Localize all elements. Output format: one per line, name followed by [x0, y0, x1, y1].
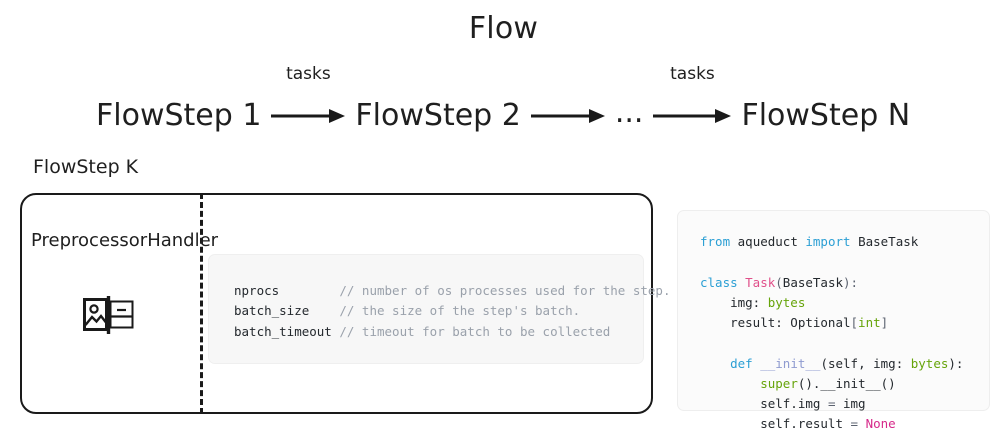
- code-line: def __init__(self, img: bytes):: [700, 354, 963, 374]
- param-comment: // timeout for batch to be collected: [339, 323, 611, 339]
- code-token: None: [865, 416, 896, 432]
- param-name: batch_timeout: [234, 323, 340, 339]
- code-line: self.result = None: [700, 414, 963, 434]
- code-token: result: Optional: [700, 315, 851, 330]
- code-token: class: [700, 274, 746, 290]
- code-token: ]: [880, 315, 889, 330]
- param-comment: // number of os processes used for the s…: [339, 283, 671, 298]
- arrow-right-icon: [653, 109, 732, 123]
- flow-step-1: FlowStep 1: [96, 98, 262, 133]
- arrow-label-tasks-2: tasks: [670, 64, 715, 84]
- code-token: BaseTask: [782, 274, 844, 290]
- params-panel: nprocs // number of os processes used fo…: [208, 254, 671, 364]
- code-token: [700, 376, 760, 391]
- code-token: int: [858, 315, 881, 330]
- code-token: img:: [700, 294, 768, 310]
- code-token: [: [850, 315, 859, 330]
- code-token: def: [700, 355, 761, 371]
- code-token: bytes: [767, 294, 806, 310]
- code-token: Task: [745, 274, 776, 290]
- code-token: __init__: [760, 355, 821, 371]
- code-token: ):: [843, 274, 859, 290]
- flow-step-2: FlowStep 2: [355, 98, 521, 133]
- param-row: nprocs // number of os processes used fo…: [234, 281, 671, 301]
- code-token: [858, 416, 866, 431]
- code-token: (: [775, 274, 783, 290]
- code-line: from aqueduct import BaseTask: [700, 232, 963, 252]
- code-token: ):: [948, 355, 964, 371]
- code-line: result: Optional[int]: [700, 313, 963, 333]
- code-token: (self, img:: [820, 355, 911, 371]
- arrow-right-icon: [530, 109, 605, 123]
- code-line: self.img = img: [700, 394, 963, 414]
- flow-step-ellipsis: ...: [614, 95, 644, 130]
- arrow-right-icon: [271, 109, 346, 123]
- code-token: ().__init__(): [797, 375, 896, 391]
- handler-divider: [200, 193, 203, 414]
- code-token: img: [835, 396, 866, 411]
- code-line: super().__init__(): [700, 374, 963, 394]
- arrow-label-tasks-1: tasks: [286, 64, 331, 84]
- param-comment: // the size of the step's batch.: [339, 303, 581, 319]
- flow-arrow-1: tasks: [271, 66, 346, 142]
- code-token: self.img: [700, 396, 828, 411]
- param-row: batch_size // the size of the step's bat…: [234, 301, 671, 321]
- flow-step-n: FlowStep N: [741, 98, 911, 133]
- code-line: class Task(BaseTask):: [700, 273, 963, 293]
- param-name: batch_size: [234, 303, 340, 319]
- code-token: aqueduct: [737, 234, 806, 249]
- code-line: [700, 333, 963, 353]
- flow-arrow-2: [530, 90, 605, 142]
- page-title: Flow: [468, 11, 539, 46]
- flow-chain: FlowStep 1 tasks FlowStep 2 ... tasks Fl…: [96, 66, 926, 142]
- code-token: import: [805, 234, 859, 249]
- code-panel: from aqueduct import BaseTask class Task…: [677, 210, 990, 431]
- param-name: nprocs: [234, 283, 340, 298]
- code-token: =: [850, 416, 859, 432]
- params-list: nprocs // number of os processes used fo…: [234, 281, 671, 342]
- param-row: batch_timeout // timeout for batch to be…: [234, 322, 671, 342]
- code-token: from: [700, 234, 738, 249]
- code-line: [700, 252, 963, 272]
- code-token: self.result: [700, 416, 851, 432]
- code-line: img: bytes: [700, 293, 963, 313]
- code-token: bytes: [910, 355, 949, 371]
- flowstep-k-label: FlowStep K: [33, 156, 139, 178]
- preprocessor-handler-label: PreprocessorHandler: [31, 230, 219, 251]
- code-token: super: [760, 375, 798, 391]
- code-body: from aqueduct import BaseTask class Task…: [700, 232, 963, 435]
- image-document-icon: [83, 296, 134, 334]
- code-token: =: [827, 396, 836, 411]
- code-token: BaseTask: [858, 234, 919, 249]
- flow-arrow-3: tasks: [653, 66, 732, 142]
